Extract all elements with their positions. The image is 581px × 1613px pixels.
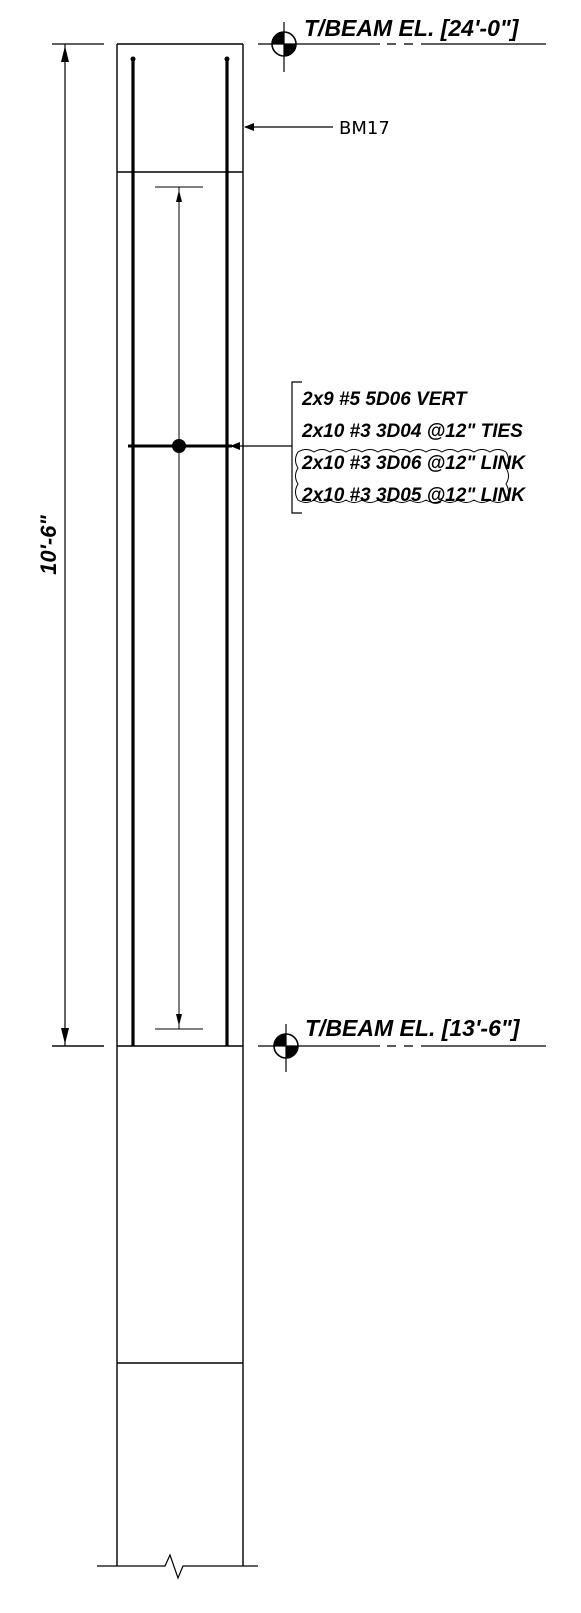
vertical-rebar — [131, 60, 229, 1046]
rebar-end-dot — [224, 56, 230, 62]
rebar-end-dot — [130, 56, 136, 62]
column-outline — [116, 43, 244, 1566]
top-elevation-label: T/BEAM EL. [24'-0"] — [304, 15, 520, 41]
height-arrow-top — [61, 46, 69, 62]
rebar-note-ties: 2x10 #3 3D04 @12" TIES — [301, 421, 523, 442]
rebar-note-link-3d05: 2x10 #3 3D05 @12" LINK — [301, 485, 526, 506]
rebar-note-vert: 2x9 #5 5D06 VERT — [301, 389, 468, 410]
break-line — [97, 1553, 258, 1580]
tie-span-arrow-top — [176, 190, 182, 202]
tie-span-arrow-bottom — [176, 1014, 182, 1026]
bottom-elevation-marker — [52, 1024, 546, 1072]
top-elevation-marker — [258, 22, 546, 72]
notes-bracket — [291, 381, 302, 514]
revision-cloud — [295, 449, 509, 503]
tie-span-dimension — [155, 186, 203, 1030]
beam-mark-label: BM17 — [339, 118, 390, 139]
bottom-elevation-label: T/BEAM EL. [13'-6"] — [305, 1015, 521, 1041]
rebar-note-link-3d06: 2x10 #3 3D06 @12" LINK — [301, 453, 526, 474]
height-arrow-bottom — [61, 1028, 69, 1044]
tie-node — [172, 439, 186, 453]
height-dimension-label: 10'-6" — [36, 515, 61, 575]
